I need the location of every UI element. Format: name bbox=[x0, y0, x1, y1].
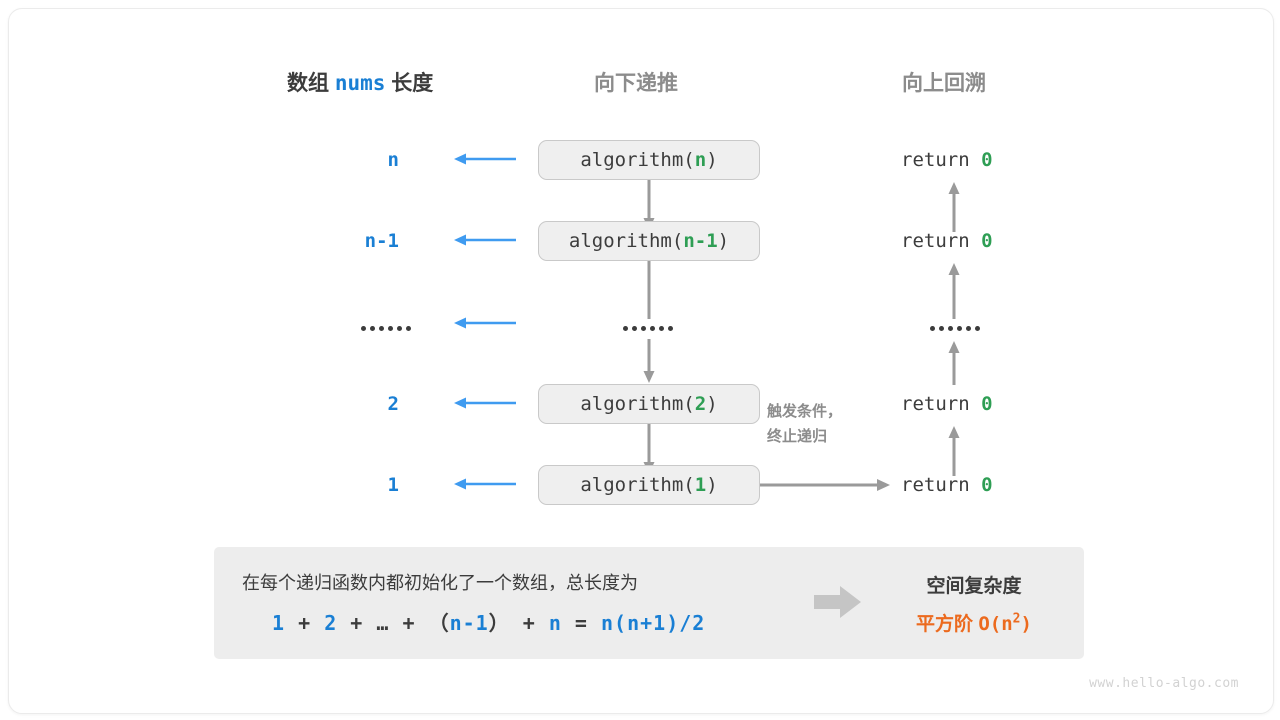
call-box-row-4: algorithm(2) bbox=[538, 384, 760, 424]
formula-result: n(n+1)/2 bbox=[601, 611, 706, 635]
blue-arrow-icon-row-5 bbox=[452, 476, 518, 492]
result-notation-close: ) bbox=[1020, 613, 1032, 635]
return-value-row-5: 0 bbox=[981, 474, 993, 496]
summary-formula: 1 + 2 + … + （n-1） + n = n(n+1)/2 bbox=[272, 607, 705, 636]
up-arrow-icon-1 bbox=[946, 180, 962, 232]
call-arg-row-2: n-1 bbox=[683, 230, 718, 252]
blue-arrow-icon-row-3 bbox=[452, 315, 518, 331]
summary-panel: 在每个递归函数内都初始化了一个数组，总长度为 1 + 2 + … + （n-1）… bbox=[214, 547, 1084, 659]
formula-paren-close: ） bbox=[488, 611, 510, 635]
return-value-row-4: 0 bbox=[981, 393, 993, 415]
call-name-row-5: algorithm bbox=[580, 474, 684, 496]
result-title: 空间复杂度 bbox=[926, 576, 1022, 597]
call-paren-open-row-4: ( bbox=[683, 393, 695, 415]
call-box-row-2: algorithm(n-1) bbox=[538, 221, 760, 261]
formula-term-1: 1 bbox=[272, 611, 286, 635]
call-box-row-5: algorithm(1) bbox=[538, 465, 760, 505]
call-paren-close-row-5: ) bbox=[706, 474, 718, 496]
formula-op-3: + bbox=[402, 611, 416, 635]
formula-term-5: n bbox=[548, 611, 562, 635]
watermark: www.hello-algo.com bbox=[1089, 676, 1239, 691]
call-arg-row-5: 1 bbox=[694, 474, 707, 496]
return-keyword-row-1: return bbox=[901, 149, 970, 171]
call-paren-open-row-1: ( bbox=[683, 149, 695, 171]
call-paren-close-row-4: ) bbox=[706, 393, 718, 415]
termination-note: 触发条件， 终止递归 bbox=[767, 399, 842, 449]
result-arrow-icon bbox=[814, 585, 862, 619]
result-exponent: 2 bbox=[1012, 611, 1021, 627]
formula-equals: = bbox=[574, 611, 588, 635]
up-arrow-icon-2 bbox=[946, 261, 962, 319]
call-name-row-4: algorithm bbox=[580, 393, 684, 415]
header-left: 数组 nums 长度 bbox=[287, 67, 433, 97]
return-ellipsis-row-3 bbox=[930, 326, 980, 331]
formula-paren-open: （ bbox=[428, 611, 450, 635]
call-name-row-2: algorithm bbox=[568, 230, 672, 252]
formula-op-2: + bbox=[350, 611, 364, 635]
call-paren-open-row-2: ( bbox=[671, 230, 684, 252]
formula-op-4: + bbox=[522, 611, 536, 635]
call-paren-close-row-1: ) bbox=[706, 149, 718, 171]
formula-op-1: + bbox=[298, 611, 312, 635]
formula-term-3: … bbox=[376, 611, 390, 635]
base-case-arrow-icon bbox=[760, 477, 892, 493]
up-arrow-icon-4 bbox=[946, 424, 962, 476]
up-arrow-icon-3 bbox=[946, 339, 962, 385]
result-notation: O(n2) bbox=[978, 611, 1032, 635]
header-middle: 向下递推 bbox=[594, 72, 678, 95]
down-arrow-icon-2 bbox=[641, 261, 657, 319]
length-label-row-4: 2 bbox=[387, 393, 399, 415]
length-label-row-5: 1 bbox=[387, 474, 399, 496]
result-value: 平方阶 O(n2) bbox=[874, 609, 1074, 636]
return-value-row-2: 0 bbox=[981, 230, 993, 252]
formula-term-2: 2 bbox=[324, 611, 338, 635]
termination-note-line2: 终止递归 bbox=[767, 428, 828, 445]
down-arrow-icon-3 bbox=[641, 339, 657, 385]
call-paren-close-row-2: ) bbox=[717, 230, 730, 252]
call-arg-row-1: n bbox=[694, 149, 707, 171]
call-ellipsis-row-3 bbox=[623, 326, 673, 331]
length-label-row-1: n bbox=[387, 149, 399, 171]
header-right: 向上回溯 bbox=[902, 72, 986, 95]
blue-arrow-icon-row-4 bbox=[452, 395, 518, 411]
result-notation-base: O(n bbox=[978, 613, 1013, 635]
blue-arrow-icon-row-2 bbox=[452, 232, 518, 248]
return-label-row-5: return 0 bbox=[901, 474, 993, 496]
return-keyword-row-2: return bbox=[901, 230, 970, 252]
termination-note-line1: 触发条件， bbox=[767, 403, 843, 420]
blue-arrow-icon-row-1 bbox=[452, 151, 518, 167]
call-box-row-1: algorithm(n) bbox=[538, 140, 760, 180]
return-value-row-1: 0 bbox=[981, 149, 993, 171]
return-keyword-row-4: return bbox=[901, 393, 970, 415]
header-left-suffix: 长度 bbox=[391, 72, 434, 95]
call-name-row-1: algorithm bbox=[580, 149, 684, 171]
return-keyword-row-5: return bbox=[901, 474, 970, 496]
call-paren-open-row-5: ( bbox=[683, 474, 695, 496]
length-ellipsis-row-3 bbox=[361, 326, 411, 331]
header-left-code: nums bbox=[334, 71, 386, 95]
result-prefix: 平方阶 bbox=[916, 614, 974, 635]
return-label-row-2: return 0 bbox=[901, 230, 993, 252]
header-left-prefix: 数组 bbox=[287, 72, 329, 95]
summary-description: 在每个递归函数内都初始化了一个数组，总长度为 bbox=[242, 573, 638, 593]
return-label-row-1: return 0 bbox=[901, 149, 993, 171]
return-label-row-4: return 0 bbox=[901, 393, 993, 415]
formula-term-4: n-1 bbox=[449, 611, 489, 635]
length-label-row-2: n-1 bbox=[364, 230, 399, 252]
diagram-card: 数组 nums 长度 向下递推 向上回溯 n algorithm(n) retu… bbox=[8, 8, 1274, 714]
call-arg-row-4: 2 bbox=[694, 393, 707, 415]
